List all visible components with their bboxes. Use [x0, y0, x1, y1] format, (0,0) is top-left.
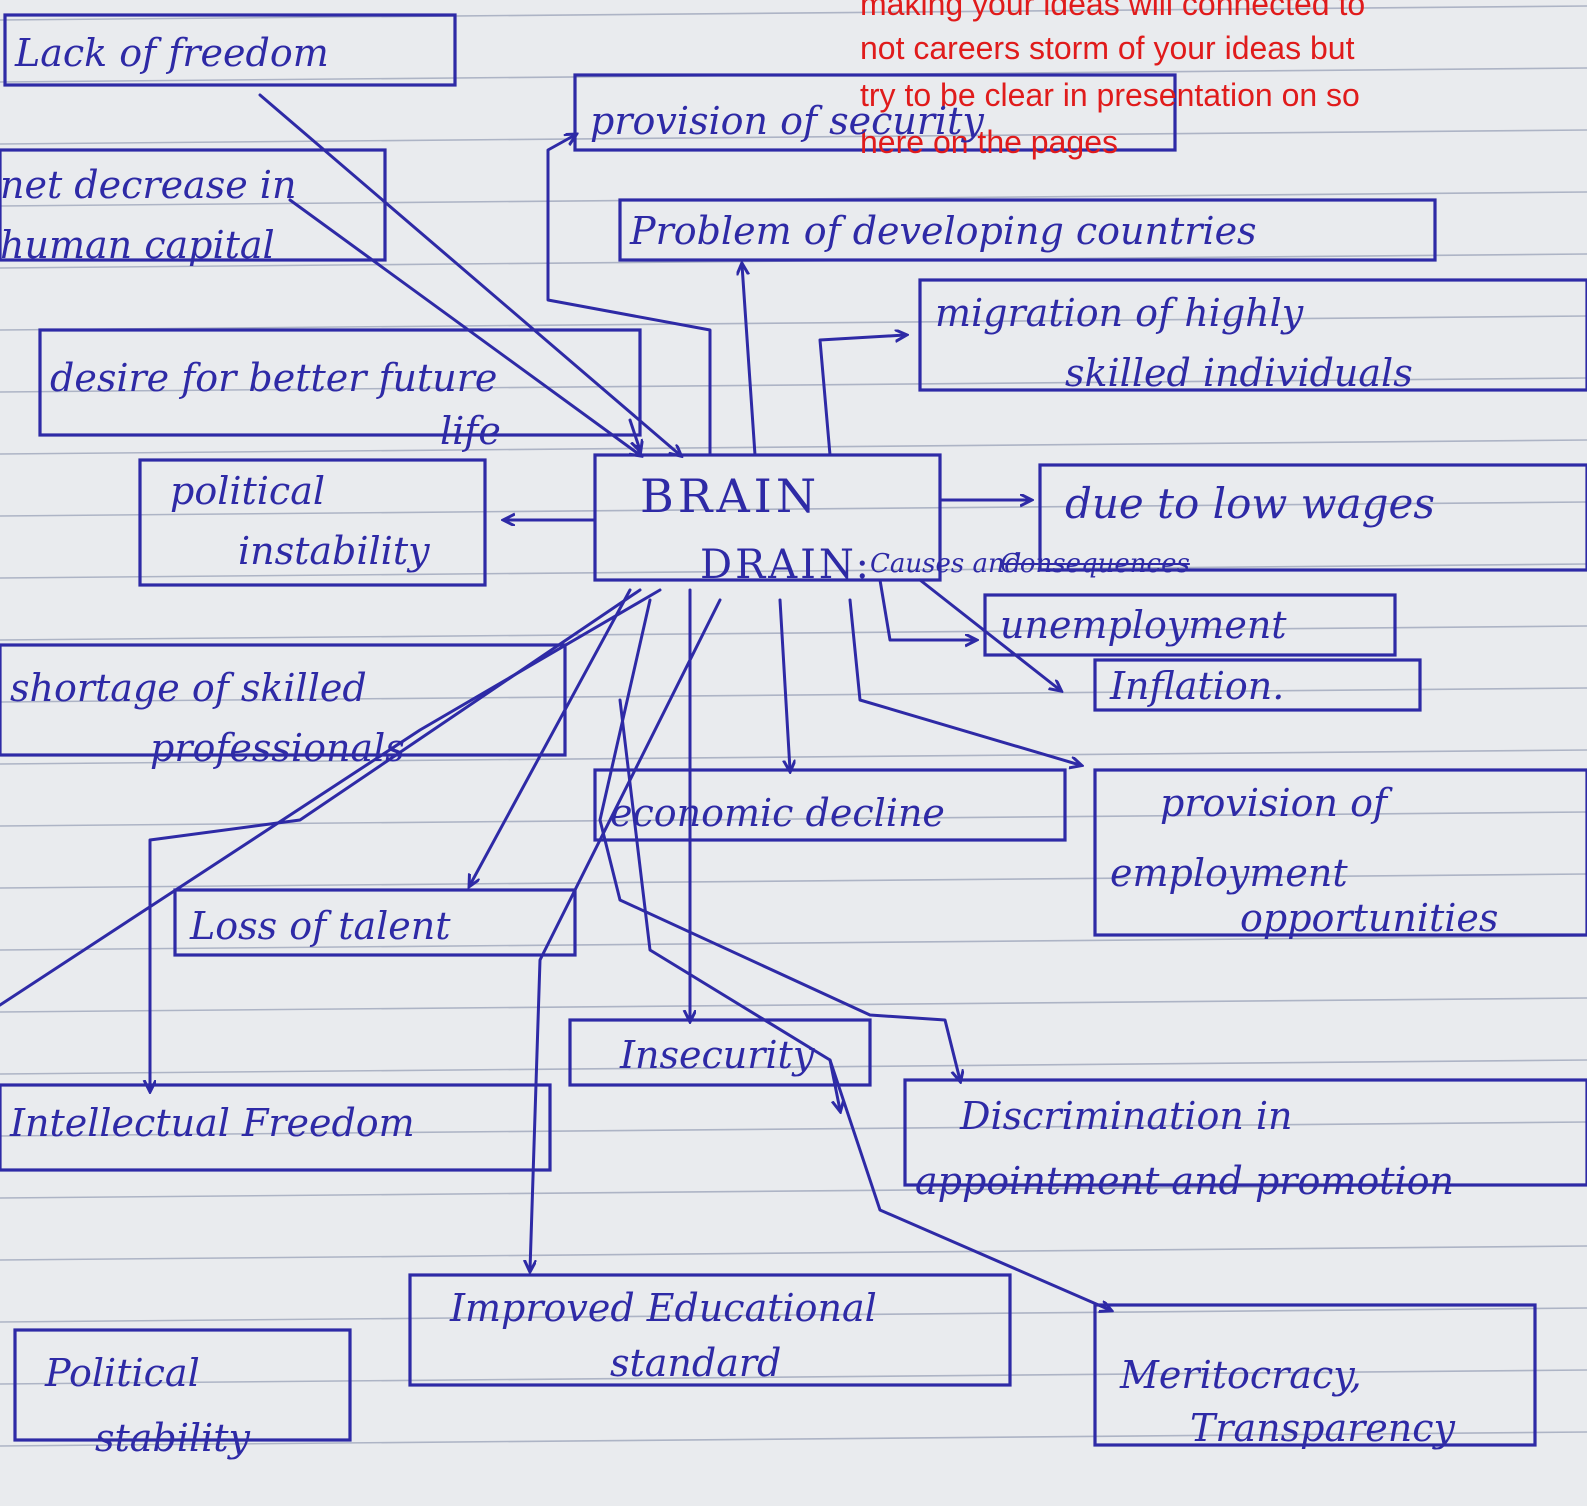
inflation-box: [1093, 658, 1422, 712]
ruled-line: [0, 129, 1587, 145]
low-wages-box: [1038, 463, 1587, 572]
link-center-discrimination: [598, 598, 960, 1080]
link-shortage-diagonal: [0, 588, 662, 1007]
node-employment-opportunities: opportunities: [1240, 896, 1499, 940]
ruled-line: [0, 439, 1587, 455]
ruled-line: [0, 935, 1587, 951]
node-desire-better-future: life: [440, 409, 501, 453]
node-inflation: Inflation.: [1110, 664, 1285, 708]
node-insecurity: Insecurity: [620, 1033, 815, 1077]
annotation-line: not careers storm of your ideas but: [860, 30, 1355, 66]
ruled-line: [0, 687, 1587, 703]
node-lack-of-freedom: Lack of freedom: [15, 31, 329, 75]
node-meritocracy: Transparency: [1190, 1406, 1455, 1450]
annotation-line: here on the pages: [860, 124, 1118, 160]
link-freedom-center: [258, 93, 680, 455]
node-shortage-skilled: professionals: [150, 726, 405, 770]
center-node-subtitle: Causes and: [870, 549, 1022, 579]
node-migration: skilled individuals: [1065, 351, 1413, 395]
center-node-box: [593, 453, 942, 582]
link-center-security: [546, 135, 712, 457]
ruled-line: [0, 1431, 1587, 1447]
ruled-lines: [0, 5, 1587, 1447]
node-employment-opportunities: provision of: [1160, 781, 1388, 825]
node-discrimination: appointment and promotion: [915, 1159, 1455, 1203]
node-improved-education: Improved Educational: [450, 1286, 877, 1330]
center-node-title: BRAIN: [640, 469, 821, 523]
employment-box: [1093, 768, 1587, 937]
loss-of-talent-box: [173, 888, 577, 957]
ruled-line: [0, 873, 1587, 889]
insecurity-box: [568, 1018, 872, 1087]
ruled-line: [0, 501, 1587, 517]
link-center-inflation: [918, 578, 1060, 690]
link-center-loss: [470, 588, 632, 885]
node-developing-countries: Problem of developing countries: [630, 209, 1257, 253]
link-center-employment: [848, 598, 1080, 765]
center-node-subtitle: Consequences: [1000, 549, 1190, 579]
node-employment-opportunities: employment: [1110, 851, 1348, 895]
net-decrease-box: [0, 148, 387, 262]
discrimination-box: [903, 1078, 1587, 1187]
node-intellectual-freedom: Intellectual Freedom: [10, 1101, 415, 1145]
link-center-education: [530, 598, 722, 1270]
node-political-instability: political: [170, 469, 326, 513]
node-loss-of-talent: Loss of talent: [190, 904, 451, 948]
migration-box: [918, 278, 1587, 392]
node-economic-decline: economic decline: [610, 791, 945, 835]
ruled-line: [0, 625, 1587, 641]
node-low-wages: due to low wages: [1065, 479, 1435, 528]
ruled-line: [0, 1307, 1587, 1323]
ruled-line: [0, 1059, 1587, 1075]
link-center-unemployment: [878, 578, 975, 640]
annotation-line: making your ideas will connected to: [860, 0, 1366, 22]
shortage-box: [0, 643, 567, 757]
link-center-intellectual: [150, 588, 642, 1090]
node-net-decrease: net decrease in: [0, 163, 297, 207]
ruled-line: [0, 563, 1587, 579]
node-provision-of-security: provision of security: [590, 99, 984, 143]
security-box: [573, 73, 1177, 152]
link-netdecrease-center: [288, 198, 640, 455]
node-migration: migration of highly: [935, 291, 1304, 335]
annotation-line: try to be clear in presentation on so: [860, 77, 1360, 113]
ruled-line: [0, 997, 1587, 1013]
developing-box: [618, 198, 1437, 262]
ruled-line: [0, 315, 1587, 331]
node-discrimination: Discrimination in: [960, 1094, 1293, 1138]
desire-box: [38, 328, 642, 437]
node-political-instability: instability: [238, 529, 430, 573]
node-improved-education: standard: [610, 1341, 782, 1385]
education-box: [408, 1273, 1012, 1387]
political-instability-box: [138, 458, 487, 587]
ruled-line: [0, 5, 1587, 21]
unemployment-box: [983, 593, 1397, 657]
link-center-economic: [778, 598, 790, 770]
node-meritocracy: Meritocracy,: [1120, 1353, 1362, 1397]
node-political-stability: stability: [95, 1416, 250, 1460]
ruled-line: [0, 1121, 1587, 1137]
lack-of-freedom-box: [3, 13, 457, 87]
link-center-migration: [818, 335, 905, 457]
node-net-decrease: human capital: [0, 223, 275, 267]
ruled-line: [0, 1245, 1587, 1261]
political-stability-box: [13, 1328, 352, 1442]
ruled-line: [0, 749, 1587, 765]
ruled-line: [0, 1369, 1587, 1385]
ruled-line: [0, 377, 1587, 393]
link-center-developing: [742, 265, 757, 457]
intellectual-freedom-box: [0, 1083, 552, 1172]
meritocracy-box: [1093, 1303, 1537, 1447]
node-unemployment: unemployment: [1000, 603, 1287, 647]
node-desire-better-future: desire for better future: [50, 356, 498, 400]
center-node-title: DRAIN:: [700, 542, 872, 588]
connector-arrows: [0, 93, 1110, 1310]
node-boxes: [0, 13, 1587, 1447]
node-shortage-skilled: shortage of skilled: [10, 666, 367, 710]
economic-decline-box: [593, 768, 1067, 842]
node-political-stability: Political: [45, 1351, 200, 1395]
